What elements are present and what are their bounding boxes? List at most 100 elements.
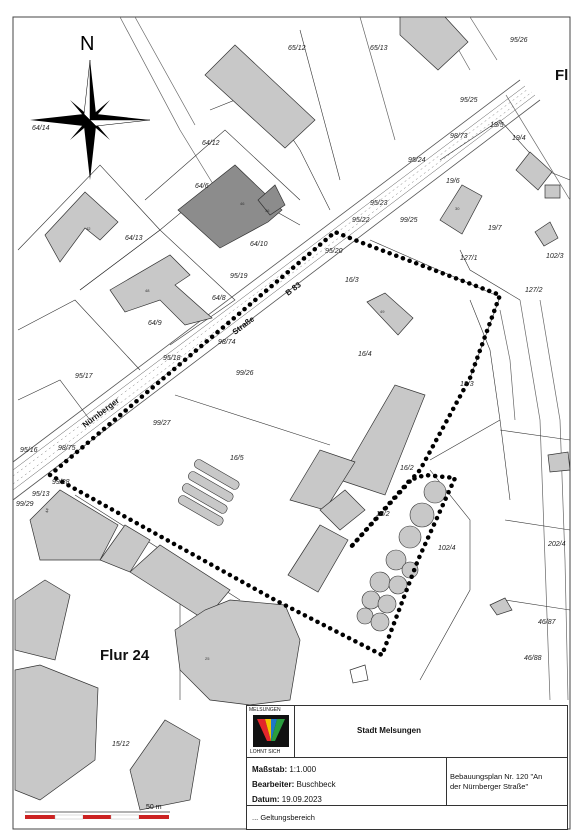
svg-text:127/1: 127/1 — [460, 255, 478, 262]
svg-text:99/25: 99/25 — [400, 217, 418, 224]
building-flur24-e — [14, 664, 99, 801]
building-65-13 — [399, 16, 469, 71]
svg-text:16/3: 16/3 — [345, 277, 359, 284]
svg-text:95/16: 95/16 — [20, 447, 38, 454]
svg-text:95/24: 95/24 — [408, 157, 426, 164]
svg-text:99/29: 99/29 — [16, 501, 34, 508]
building-19-4-a — [515, 151, 553, 191]
buildings — [14, 16, 571, 811]
svg-text:16/2: 16/2 — [400, 465, 414, 472]
building-64-9 — [109, 254, 213, 326]
house-numbers: 42 48 46 36 49 30 44 25 — [44, 201, 460, 661]
date-value: 19.09.2023 — [281, 795, 322, 804]
building-19-7 — [439, 184, 483, 235]
building-64-13 — [44, 191, 119, 263]
trees — [356, 480, 447, 632]
svg-text:16/4: 16/4 — [358, 351, 372, 358]
svg-text:19/7: 19/7 — [488, 225, 503, 232]
meta-cell: Maßstab: 1:1.000 Bearbeiter: Buschbeck D… — [247, 758, 447, 806]
svg-text:95/19: 95/19 — [230, 273, 248, 280]
svg-text:99/28: 99/28 — [52, 479, 70, 486]
plan-title-line1: Bebauungsplan Nr. 120 "An — [450, 772, 543, 781]
compass-rose-icon — [30, 59, 151, 180]
building-flur24-g — [129, 719, 201, 811]
svg-text:98/75: 98/75 — [58, 445, 76, 452]
garages — [178, 459, 240, 526]
svg-text:36: 36 — [265, 208, 270, 213]
svg-text:102/4: 102/4 — [438, 545, 456, 552]
building-flur24-d — [14, 579, 71, 661]
svg-text:18/2: 18/2 — [376, 511, 390, 518]
svg-text:44: 44 — [44, 507, 50, 513]
building-16-4-long — [339, 384, 426, 496]
svg-text:98/74: 98/74 — [218, 339, 236, 346]
melsungen-logo-icon — [253, 715, 289, 747]
north-label: N — [80, 33, 94, 55]
flur-label: Flur 24 — [100, 647, 150, 664]
building-102-3 — [534, 221, 559, 247]
building-flur24-c — [129, 544, 231, 621]
svg-text:95/25: 95/25 — [460, 97, 478, 104]
editor-value: Buschbeck — [296, 780, 336, 789]
scale-bar-label: 50 m — [146, 804, 162, 811]
svg-text:18/3: 18/3 — [460, 381, 474, 388]
building-19-4-b — [544, 184, 561, 199]
building-flur24-b — [99, 524, 151, 573]
svg-text:202/4: 202/4 — [547, 541, 566, 548]
plan-title: Bebauungsplan Nr. 120 "An der Nürnberger… — [447, 758, 567, 806]
building-16-5-b — [319, 489, 366, 531]
svg-text:46: 46 — [240, 201, 245, 206]
building-16-4-small — [366, 292, 414, 336]
buildings-dark — [177, 164, 286, 249]
building-flur24-a — [29, 489, 119, 561]
logo-top-text: MELSUNGEN — [249, 707, 281, 713]
svg-text:64/14: 64/14 — [32, 125, 50, 132]
title-block: MELSUNGEN LOHNT SICH Stadt Melsungen Maß… — [246, 705, 568, 830]
city-name: Stadt Melsungen — [295, 706, 567, 758]
svg-text:64/10: 64/10 — [250, 241, 268, 248]
building-east-b — [489, 597, 513, 616]
svg-text:64/6: 64/6 — [195, 183, 209, 190]
svg-text:16/5: 16/5 — [230, 455, 244, 462]
svg-text:46/88: 46/88 — [524, 655, 542, 662]
svg-text:64/8: 64/8 — [212, 295, 226, 302]
svg-text:95/17: 95/17 — [75, 373, 94, 380]
svg-text:95/13: 95/13 — [32, 491, 50, 498]
svg-text:48: 48 — [145, 288, 150, 293]
logo-bottom-text: LOHNT SICH — [250, 749, 281, 755]
scale-key: Maßstab: — [252, 765, 288, 774]
small-structure — [349, 664, 369, 684]
map-frame — [12, 16, 571, 830]
date-key: Datum: — [252, 795, 280, 804]
svg-text:95/23: 95/23 — [370, 200, 388, 207]
plan-title-line2: der Nürnberger Straße" — [450, 782, 529, 791]
boundary-geltungsbereich — [47, 229, 503, 659]
building-16-5-a — [289, 449, 356, 511]
building-flur24-f — [174, 599, 301, 706]
building-east-a — [547, 451, 571, 473]
svg-text:25: 25 — [205, 656, 210, 661]
flur-partial-label: Fl — [555, 67, 568, 84]
scale-bar: 50 m — [25, 804, 170, 820]
svg-text:65/12: 65/12 — [288, 45, 306, 52]
svg-text:64/12: 64/12 — [202, 140, 220, 147]
svg-text:127/2: 127/2 — [525, 287, 543, 294]
svg-text:46/87: 46/87 — [538, 619, 557, 626]
svg-text:95/20: 95/20 — [325, 248, 343, 255]
svg-text:19/6: 19/6 — [446, 178, 460, 185]
scale-value: 1:1.000 — [289, 765, 317, 774]
parcel-numbers: 65/12 65/13 95/26 95/25 64/14 64/12 98/7… — [16, 37, 566, 748]
svg-text:95/18: 95/18 — [163, 355, 181, 362]
logo-cell: MELSUNGEN LOHNT SICH — [247, 706, 295, 758]
boundary-legend: ... Geltungsbereich — [252, 813, 315, 822]
svg-text:19/4: 19/4 — [512, 135, 526, 142]
svg-text:15/12: 15/12 — [112, 741, 130, 748]
svg-text:98/73: 98/73 — [450, 133, 468, 140]
svg-text:64/13: 64/13 — [125, 235, 143, 242]
svg-text:64/9: 64/9 — [148, 320, 162, 327]
building-64-10-annex — [257, 184, 286, 216]
building-16-5-c — [287, 524, 349, 593]
svg-text:65/13: 65/13 — [370, 45, 388, 52]
building-65-12 — [204, 44, 316, 149]
